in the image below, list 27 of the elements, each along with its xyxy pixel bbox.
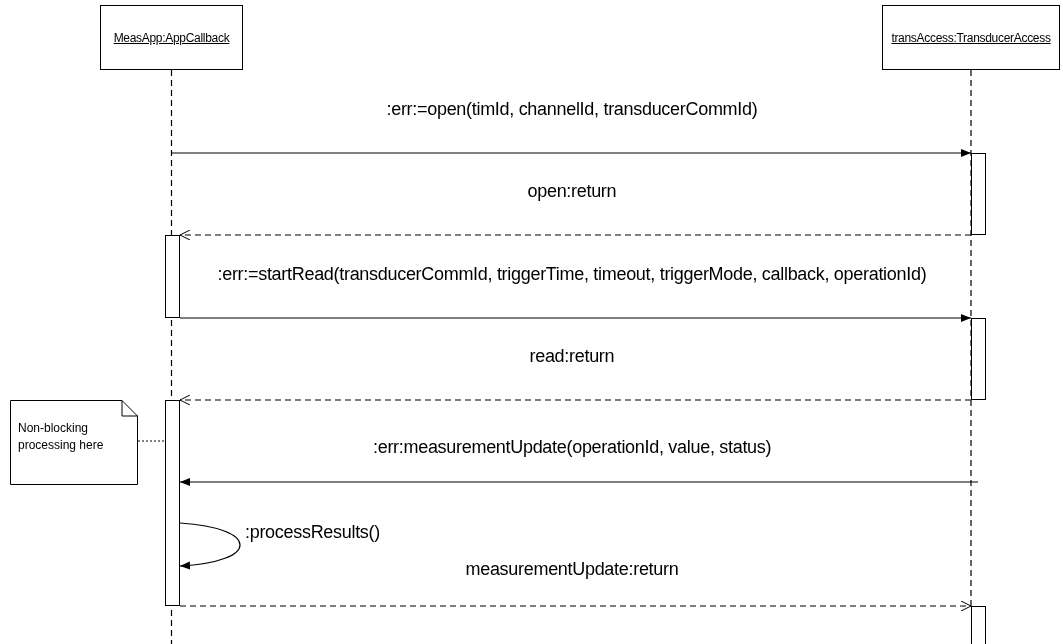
return-arrow xyxy=(179,394,972,406)
object-name: MeasApp:AppCallback xyxy=(113,30,230,45)
activation-bar xyxy=(971,318,986,400)
message-label: :err:measurementUpdate(operationId, value, status) xyxy=(373,437,772,458)
message-arrow xyxy=(171,149,972,157)
message-label: :err:=open(timId, channelId, transducerCommId) xyxy=(386,99,758,120)
message-label: measurementUpdate:return xyxy=(465,559,679,580)
message-arrow xyxy=(179,314,972,322)
message-arrow xyxy=(179,478,979,486)
return-arrow xyxy=(179,600,972,612)
message-label: :processResults() xyxy=(245,522,380,543)
lifeline xyxy=(970,69,972,607)
activation-bar xyxy=(165,235,180,318)
activation-bar xyxy=(165,400,180,606)
lifeline-head xyxy=(882,5,1060,70)
return-arrow xyxy=(179,229,972,241)
activation-bar xyxy=(971,153,986,235)
object-name: transAccess:TransducerAccess xyxy=(891,30,1051,45)
message-label: open:return xyxy=(527,181,617,202)
note xyxy=(10,400,138,485)
message-arrow xyxy=(179,522,241,570)
note-text: Non-blocking processing here xyxy=(18,420,105,454)
message-label: read:return xyxy=(529,346,615,367)
note-connector xyxy=(137,440,166,442)
message-label: :err:=startRead(transducerCommId, triggerTime, timeout, triggerMode, callback, operationId) xyxy=(217,264,927,285)
lifeline-head xyxy=(100,5,243,70)
activation-bar xyxy=(971,606,986,644)
